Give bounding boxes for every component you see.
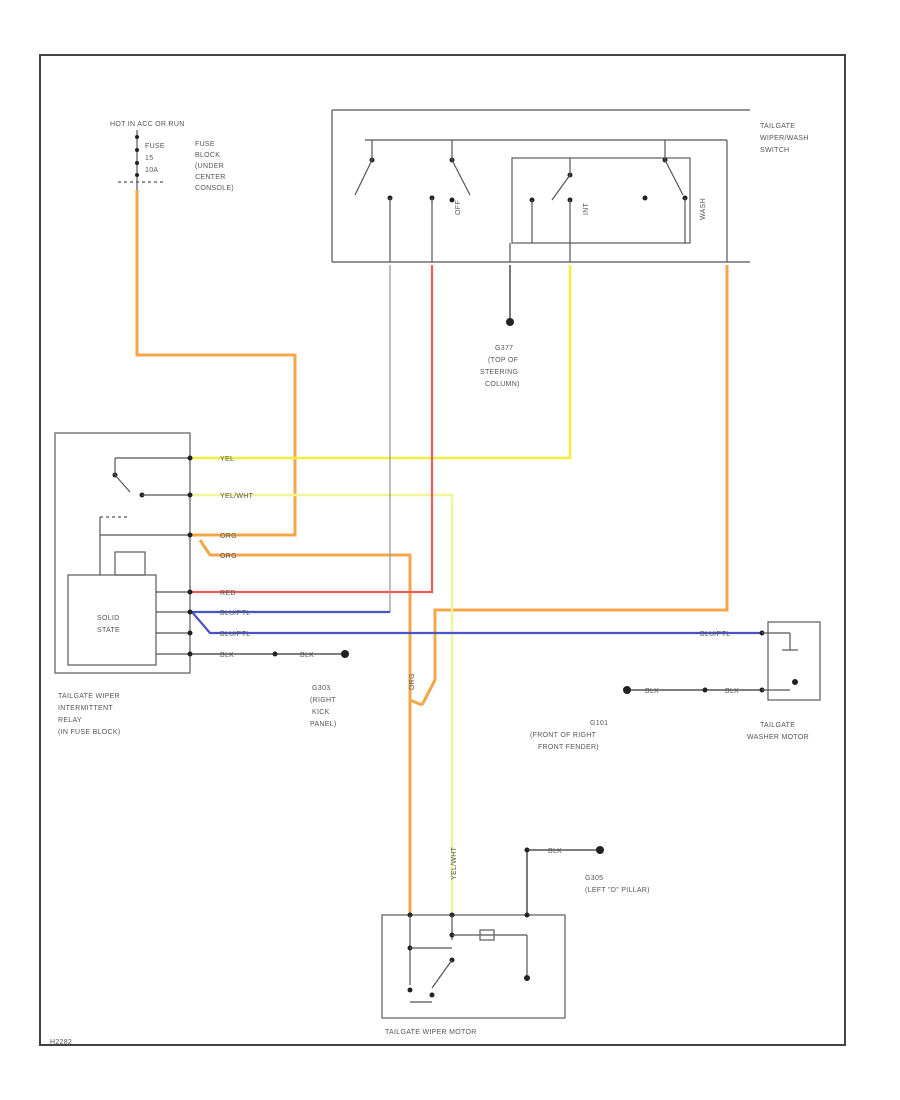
wire-yel <box>192 265 572 460</box>
switch-wash-label: WASH <box>700 198 707 220</box>
switch-int-label: INT <box>583 202 590 215</box>
wire-red <box>192 265 434 594</box>
fuse-number: 15 <box>145 155 153 162</box>
g377-label-1: G377 <box>495 345 513 352</box>
g101-ground <box>623 686 631 694</box>
g303-label-4: PANEL) <box>310 721 337 728</box>
relay-label-4: (IN FUSE BLOCK) <box>58 729 120 736</box>
fuse-block-label-3: (UNDER <box>195 163 224 170</box>
g101-label-1: G101 <box>590 720 608 727</box>
g377-ground <box>506 318 514 326</box>
g303-label-2: (RIGHT <box>310 697 336 704</box>
fuse-symbol <box>118 130 165 190</box>
g101-dot <box>702 687 708 693</box>
solid-state-label-1: SOLID <box>97 615 120 622</box>
wiper-relay <box>54 432 193 674</box>
g303-label-3: KICK <box>312 709 330 716</box>
wire-blk-g305 <box>526 849 600 915</box>
relay-label-1: TAILGATE WIPER <box>58 693 120 700</box>
wire-org-motor <box>198 539 412 915</box>
wire-org-washer <box>420 265 729 706</box>
wire-label-org: ORG <box>220 533 237 540</box>
footer-code: H2282 <box>50 1039 72 1046</box>
wire-label-org-2: ORG <box>220 553 237 560</box>
g101-label-3: FRONT FENDER) <box>538 744 599 751</box>
g305-label-2: (LEFT "D" PILLAR) <box>585 887 650 894</box>
wire-label-blk-2: BLK <box>300 652 314 659</box>
wire-label-yel-wht: YEL/WHT <box>220 493 254 500</box>
washer-label-2: WASHER MOTOR <box>747 734 809 741</box>
wire-label-blu: BLU/PTL <box>220 610 251 617</box>
ignition-label: HOT IN ACC OR RUN <box>110 121 185 128</box>
fuse-rating: 10A <box>145 167 158 174</box>
relay-label-3: RELAY <box>58 717 82 724</box>
wire-label-blu-2: BLU/PTL <box>220 631 251 638</box>
switch-label-3: SWITCH <box>760 147 789 154</box>
switch-label-2: WIPER/WASH <box>760 135 809 142</box>
wire-blu-2 <box>191 611 762 635</box>
g305-ground <box>596 846 604 854</box>
fuse-block-label-4: CENTER <box>195 174 226 181</box>
fuse-label: FUSE <box>145 143 165 150</box>
wire-label-blk-washer: BLK <box>725 688 739 695</box>
wire-org-fuse <box>135 190 297 537</box>
tailgate-switch <box>331 109 750 263</box>
wiper-motor-label: TAILGATE WIPER MOTOR <box>385 1029 477 1036</box>
wire-label-yel: YEL <box>220 456 234 463</box>
wire-label-blk: BLK <box>220 652 234 659</box>
g377-label-4: COLUMN) <box>485 381 520 388</box>
switch-label-1: TAILGATE <box>760 123 795 130</box>
g303-label-1: G303 <box>312 685 330 692</box>
g377-label-2: (TOP OF <box>488 357 518 364</box>
g377-label-3: STEERING <box>480 369 518 376</box>
switch-off-label: OFF <box>455 200 462 215</box>
solid-state-label-2: STATE <box>97 627 120 634</box>
wire-label-blk-pillar: BLK <box>548 848 562 855</box>
wire-label-red: RED <box>220 590 236 597</box>
washer-label-1: TAILGATE <box>760 722 795 729</box>
g303-ground <box>341 650 349 658</box>
diagram-frame <box>39 54 846 1046</box>
relay-label-2: INTERMITTENT <box>58 705 113 712</box>
g101-label-2: (FRONT OF RIGHT <box>530 732 597 739</box>
g303-ground-dot <box>272 651 278 657</box>
fuse-block-label-5: CONSOLE) <box>195 185 234 192</box>
g305-dot <box>524 847 530 853</box>
wire-label-blu-washer: BLU/PTL <box>700 631 731 638</box>
wire-yel-wht <box>192 493 454 915</box>
wire-org-splice <box>409 698 423 707</box>
fuse-block-label-2: BLOCK <box>195 152 220 159</box>
g305-label-1: G305 <box>585 875 603 882</box>
wire-label-blk-fender: BLK <box>645 688 659 695</box>
wiper-motor <box>381 912 566 1019</box>
wire-label-yel-wht-motor: YEL/WHT <box>451 846 458 880</box>
washer-motor <box>759 621 821 701</box>
fuse-block-label-1: FUSE <box>195 141 215 148</box>
wire-label-org-motor: ORG <box>409 673 416 690</box>
